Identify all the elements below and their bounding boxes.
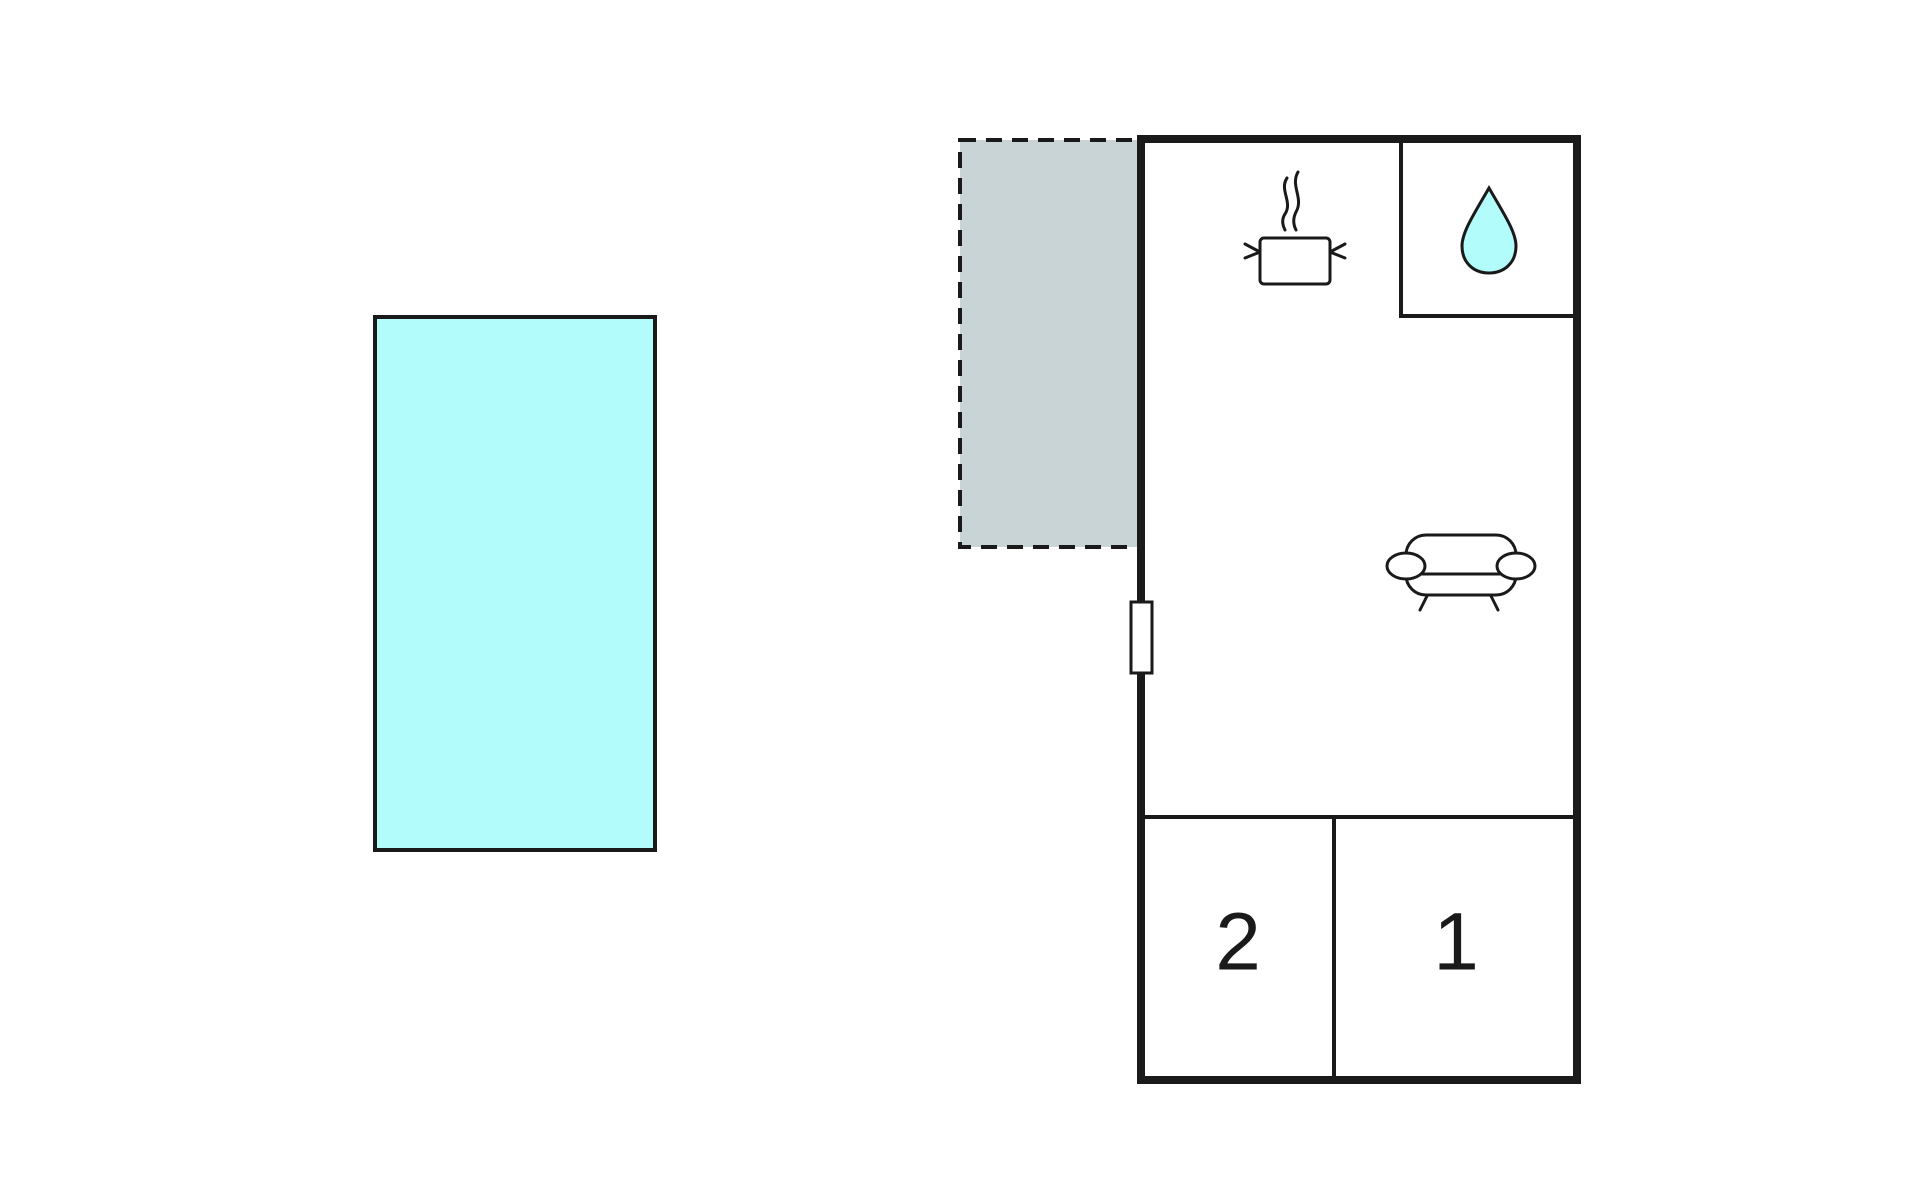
sofa-icon	[1385, 533, 1537, 612]
door-marker	[1129, 600, 1154, 675]
room-number-2: 2	[1215, 897, 1261, 988]
water-drop-icon	[1460, 184, 1518, 275]
house-outline	[1137, 135, 1581, 1084]
pool-area	[373, 315, 657, 852]
bathroom-walls	[1399, 139, 1577, 318]
cooking-pot-icon	[1243, 170, 1347, 286]
covered-terrace-area	[958, 138, 1141, 549]
room-number-1: 1	[1433, 897, 1479, 988]
